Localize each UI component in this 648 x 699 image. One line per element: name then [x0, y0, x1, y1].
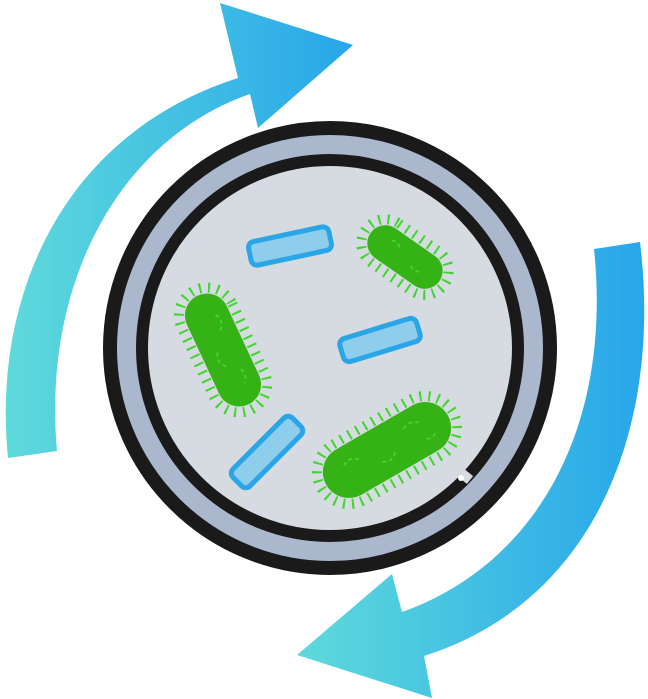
capsule-icon — [228, 413, 306, 491]
cycle-arrow-top-left-icon — [5, 3, 353, 458]
dish-highlight — [451, 464, 474, 484]
petri-dish-icon — [103, 121, 557, 575]
bacterium-icon — [311, 391, 463, 509]
capsule-icon — [246, 224, 334, 268]
cycle-arrow-bottom-right-icon — [297, 242, 645, 698]
capsules — [228, 224, 423, 491]
bacteria — [173, 214, 463, 509]
bacterium-icon — [173, 282, 273, 418]
bacterium-icon — [356, 214, 454, 300]
capsule-icon — [337, 315, 423, 365]
